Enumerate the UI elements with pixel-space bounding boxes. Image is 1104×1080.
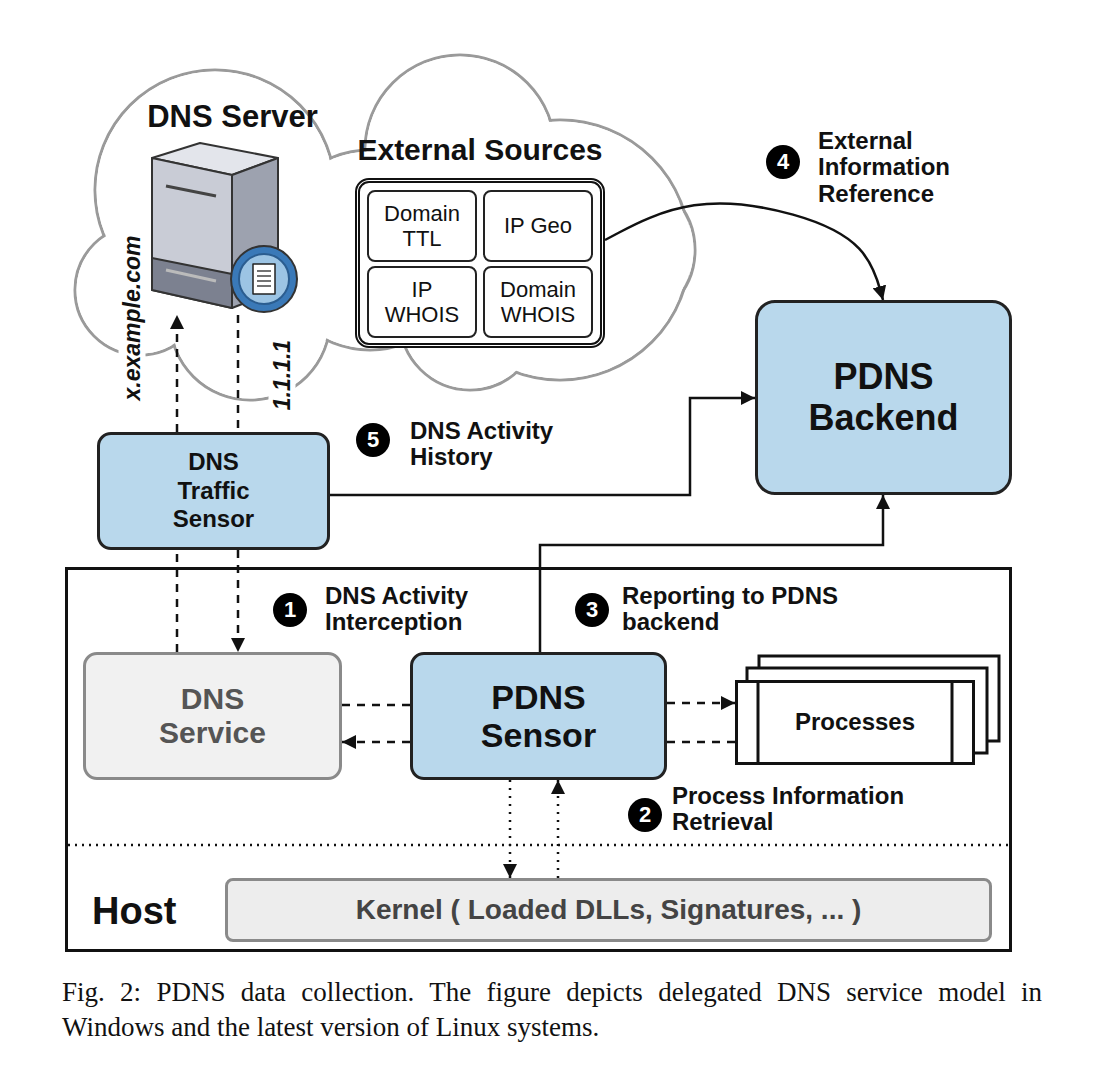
connector [557, 780, 560, 878]
callout-number: 4 [766, 145, 800, 179]
process-box: Processes [735, 680, 975, 765]
node-label: IP Geo [504, 213, 572, 238]
connector [237, 550, 240, 652]
callout-number: 3 [575, 593, 609, 627]
backend-box: PDNS Backend [755, 300, 1012, 495]
callout-number: 1 [273, 593, 307, 627]
node-label: Kernel ( Loaded DLLs, Signatures, ... ) [356, 894, 862, 925]
user-kernel-divider [68, 844, 1010, 847]
edge-label: x.example.com [119, 233, 146, 404]
callout-text: DNS Activity Interception [325, 583, 525, 636]
connector [237, 315, 240, 432]
connector [342, 704, 410, 707]
callout-text: Process Information Retrieval [672, 783, 1002, 836]
node-label: IP WHOIS [375, 277, 469, 328]
node-label: DNS Service [126, 682, 299, 749]
connector [605, 204, 883, 300]
node-heading: DNS Server [147, 100, 318, 135]
node-heading: Host [92, 890, 176, 933]
source-box: Domain TTL [367, 190, 477, 262]
node-heading: External Sources [357, 133, 602, 167]
edge-label: 1.1.1.1 [269, 337, 296, 413]
connector [176, 315, 179, 432]
bar [951, 683, 954, 762]
node-label: Processes [795, 709, 915, 736]
cloud [75, 55, 695, 400]
connector [330, 398, 755, 495]
node-label: PDNS Sensor [443, 678, 634, 754]
callout-number: 2 [628, 798, 662, 832]
source-box: IP WHOIS [367, 266, 477, 338]
callout-number: 5 [356, 423, 390, 457]
service-box: DNS Service [83, 652, 342, 780]
callout-text: External Information Reference [818, 128, 1018, 207]
server-node: DNS Server [125, 100, 340, 315]
connector [342, 741, 410, 744]
bar [757, 683, 760, 762]
connector [667, 702, 735, 705]
callout-text: DNS Activity History [410, 418, 610, 471]
kernel-box: Kernel ( Loaded DLLs, Signatures, ... ) [225, 878, 992, 942]
node-label: DNS Traffic Sensor [158, 448, 269, 534]
sensor-box: PDNS Sensor [410, 652, 667, 780]
server-icon [152, 143, 297, 312]
callout-text: Reporting to PDNS backend [622, 583, 922, 636]
figure-caption: Fig. 2: PDNS data collection. The figure… [62, 975, 1042, 1045]
node-label: Domain TTL [375, 201, 469, 252]
host-frame: Host DNS Service PDNS Sensor ProcessesKerne… [65, 567, 1012, 952]
sensor-box: DNS Traffic Sensor [97, 432, 330, 550]
node-label: PDNS Backend [788, 357, 979, 438]
connector [176, 550, 179, 652]
source-box: Domain WHOIS [483, 266, 593, 338]
source-group: External SourcesDomain TTLIP GeoIP WHOIS… [355, 178, 605, 348]
source-box: IP Geo [483, 190, 593, 262]
node-label: Domain WHOIS [491, 277, 585, 328]
connector [667, 741, 735, 744]
connector [509, 780, 512, 878]
